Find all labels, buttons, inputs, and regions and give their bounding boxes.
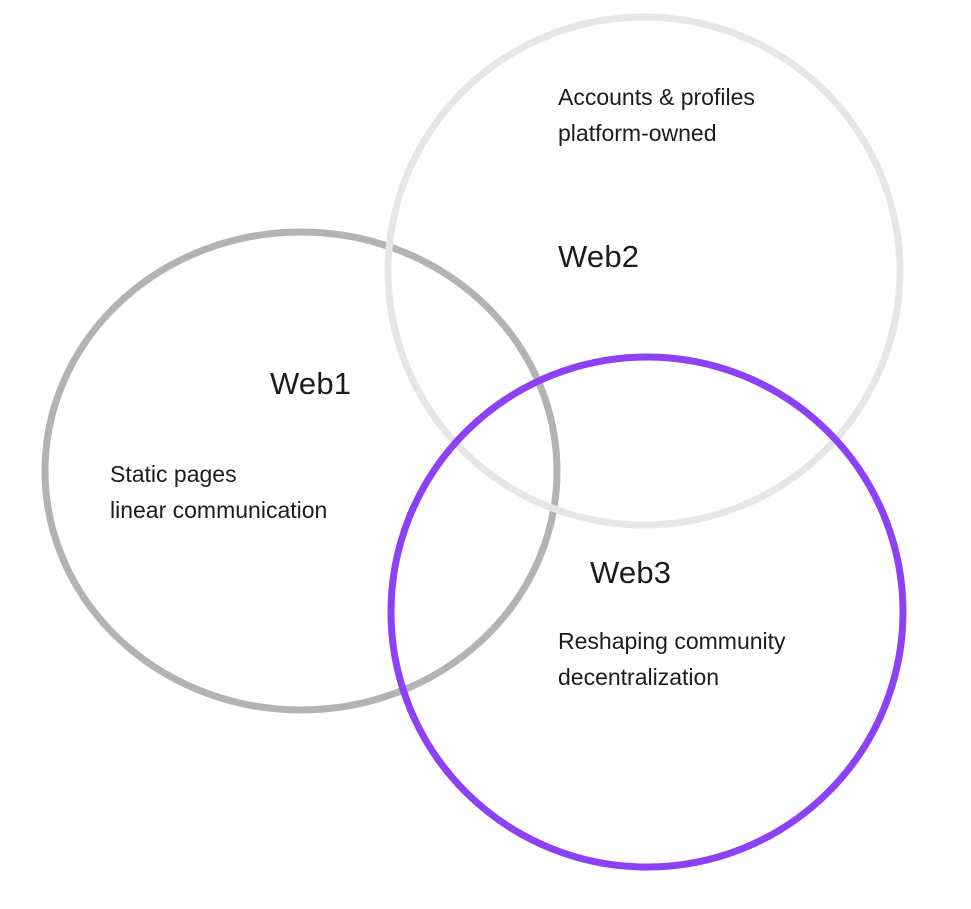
web2-description-line: Accounts & profiles <box>558 84 755 110</box>
web1-circle <box>41 228 561 714</box>
web2-circle <box>384 13 904 529</box>
web1-description-line: Static pages <box>110 461 237 487</box>
web2-description: Accounts & profiles platform-owned <box>558 79 755 151</box>
web1-description: Static pages linear communication <box>110 456 327 528</box>
web3-title: Web3 <box>590 555 672 590</box>
web3-circle <box>387 353 907 871</box>
web2-description-line: platform-owned <box>558 120 717 146</box>
web2-title: Web2 <box>558 239 640 274</box>
web3-description-line: Reshaping community <box>558 628 786 654</box>
web1-title: Web1 <box>270 366 352 401</box>
web3-description: Reshaping community decentralization <box>558 623 786 695</box>
web1-description-line: linear communication <box>110 497 328 523</box>
web3-description-line: decentralization <box>558 664 720 690</box>
